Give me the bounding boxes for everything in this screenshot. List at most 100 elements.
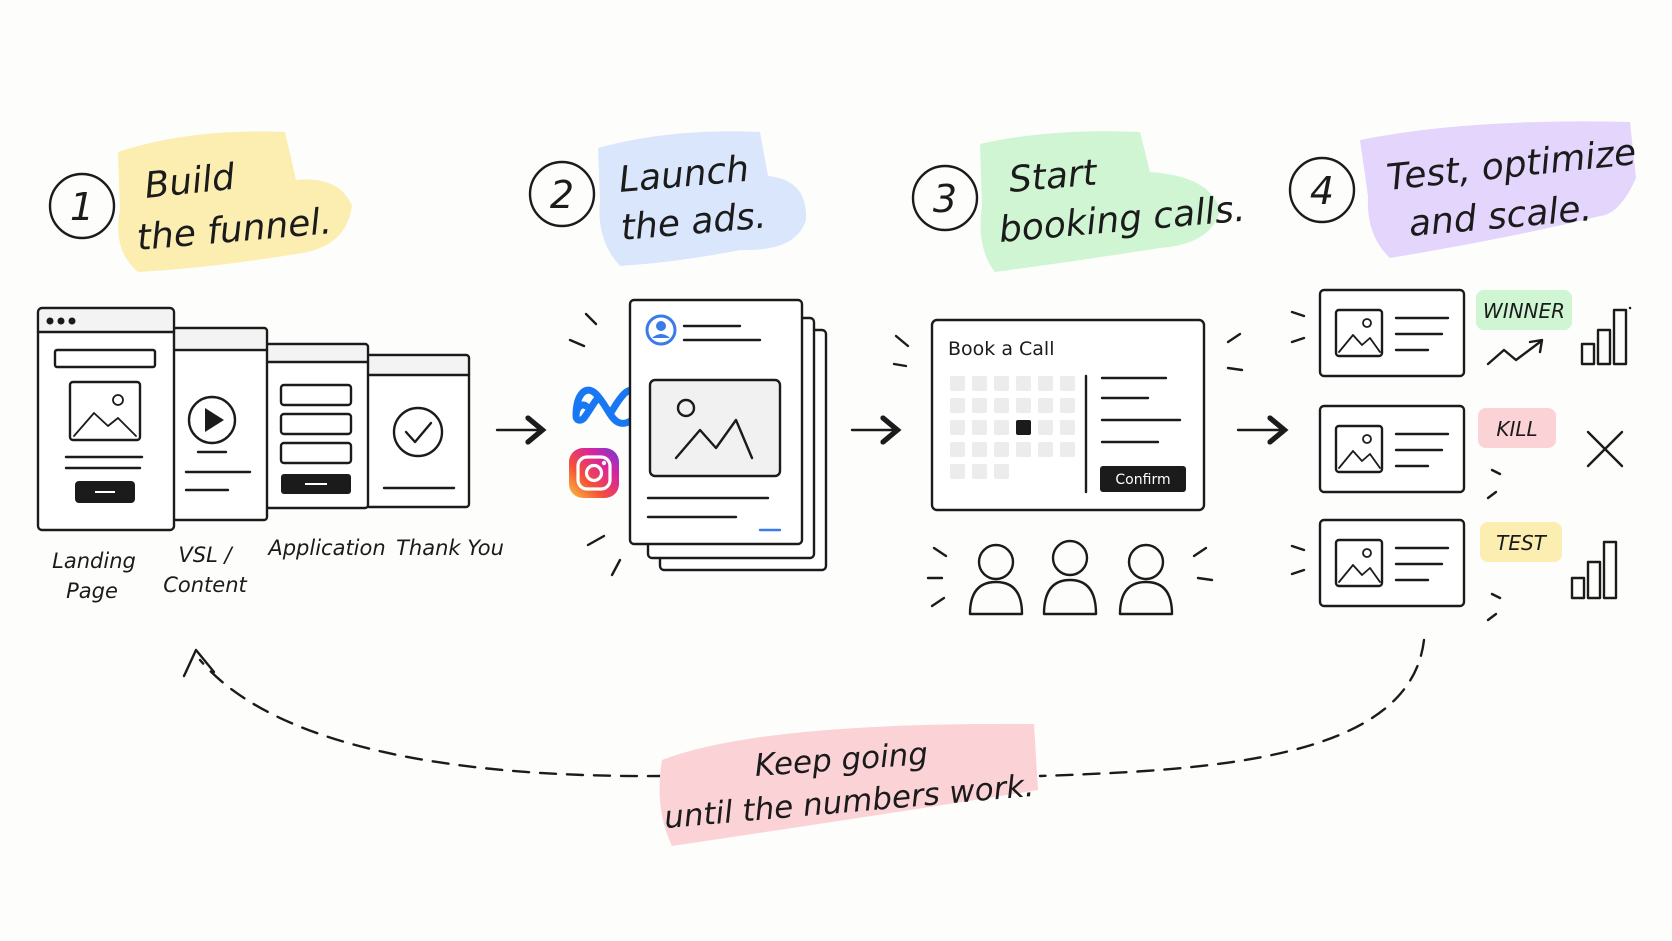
step-1-number-circle (48, 172, 116, 240)
calendar-day (950, 376, 965, 391)
person-icon-3 (1118, 543, 1174, 616)
test-card-kill (1318, 404, 1502, 500)
test-tag: TEST (1480, 522, 1562, 562)
loop-dashed-path (198, 638, 1426, 778)
calendar-day (950, 464, 965, 479)
booking-title: Book a Call (948, 338, 1054, 360)
feedback-loop: Keep going until the numbers work. (182, 638, 1426, 846)
burst-marks-left (568, 312, 622, 577)
booking-section: Book a Call Confirm (892, 318, 1244, 616)
application-field-2 (279, 412, 353, 436)
window-dot-1 (46, 317, 54, 325)
test-card-2-image-icon (1334, 424, 1384, 474)
step-1-title-line1: Build (143, 157, 238, 207)
winner-tag: WINNER (1476, 290, 1572, 330)
calendar-day (994, 442, 1009, 457)
test-card-test (1290, 518, 1502, 622)
step-2-number-circle (528, 160, 596, 228)
calendar-day (950, 442, 965, 457)
trend-up-icon (1486, 338, 1544, 366)
step-4-number: 4 (1310, 169, 1334, 213)
calendar-day (950, 398, 965, 413)
check-icon (404, 421, 433, 444)
step-3-title-line1: Start (1007, 152, 1100, 201)
application-page (264, 342, 370, 510)
test-card-3-image-icon (1334, 538, 1384, 588)
calendar-day (1016, 398, 1031, 413)
calendar-day (972, 398, 987, 413)
loop-highlight (659, 723, 1038, 846)
confirm-label: Confirm (1115, 472, 1170, 488)
bar-chart-icon-winner (1580, 306, 1632, 366)
calendar-day (1060, 420, 1075, 435)
step-3-number-circle (911, 164, 979, 232)
calendar-day (950, 420, 965, 435)
calendar-day (1060, 398, 1075, 413)
ad-image-icon (648, 378, 782, 478)
kill-tag-label: KILL (1496, 417, 1537, 441)
window-dot-2 (57, 317, 65, 325)
tests-section: WINNER KILL (1290, 288, 1632, 622)
application-field-1 (279, 383, 353, 407)
step-2-highlight (598, 131, 807, 266)
vsl-caption-line2: Content (163, 573, 247, 597)
ads-section (568, 298, 828, 577)
close-x-icon (1586, 430, 1624, 468)
step-2-header: 2 Launch the ads. (528, 131, 807, 266)
test-card-winner (1290, 288, 1466, 378)
test-card-1-image-icon (1334, 308, 1384, 358)
confirm-button (1100, 466, 1186, 492)
calendar-day (1016, 442, 1031, 457)
step-1-highlight (118, 131, 352, 272)
calendar-day (994, 464, 1009, 479)
calendar-day (972, 420, 987, 435)
step-3-number: 3 (933, 177, 957, 221)
thank-you-page (364, 353, 471, 509)
calendar-day (972, 464, 987, 479)
step-3-highlight (980, 131, 1220, 272)
calendar-day (994, 376, 1009, 391)
booked-people (926, 539, 1214, 616)
play-icon (205, 408, 224, 432)
calendar-day (1060, 442, 1075, 457)
calendar-day (972, 442, 987, 457)
application-caption: Application (266, 536, 385, 560)
calendar-grid (950, 376, 1075, 479)
calendar-day (1038, 442, 1053, 457)
ad-card-front (628, 298, 804, 546)
step-1-header: 1 Build the funnel. (48, 131, 352, 272)
check-circle-icon (392, 406, 444, 458)
calendar-day (1038, 420, 1053, 435)
application-field-3 (279, 441, 353, 465)
calendar-day (994, 420, 1009, 435)
burst-marks-booking (892, 332, 1244, 372)
bar-chart-icon-test (1570, 540, 1618, 600)
calendar-day (1038, 398, 1053, 413)
step-4-header: 4 Test, optimize and scale. (1288, 121, 1638, 258)
person-icon-1 (968, 543, 1024, 616)
calendar-day-selected (1016, 420, 1031, 435)
kill-tag: KILL (1478, 408, 1556, 448)
landing-page (36, 306, 176, 532)
instagram-logo-icon (569, 448, 619, 498)
meta-logo-icon (572, 386, 648, 427)
landing-headline-bar (53, 348, 157, 369)
calendar-day (1060, 376, 1075, 391)
vsl-caption-line1: VSL / (178, 543, 233, 567)
step-2-number: 2 (550, 173, 574, 217)
test-tag-label: TEST (1496, 531, 1548, 555)
winner-tag-label: WINNER (1483, 299, 1565, 323)
calendar-day (1038, 376, 1053, 391)
person-icon-2 (1042, 539, 1098, 616)
booking-window: Book a Call Confirm (930, 318, 1206, 512)
calendar-day (972, 376, 987, 391)
landing-caption-line2: Page (66, 579, 118, 603)
step-4-number-circle (1288, 156, 1356, 224)
step-3-header: 3 Start booking calls. (911, 131, 1247, 272)
window-dot-3 (68, 317, 76, 325)
calendar-day (994, 398, 1009, 413)
calendar-day (1016, 376, 1031, 391)
loop-arrowhead (182, 648, 216, 678)
play-circle-icon (187, 395, 237, 445)
